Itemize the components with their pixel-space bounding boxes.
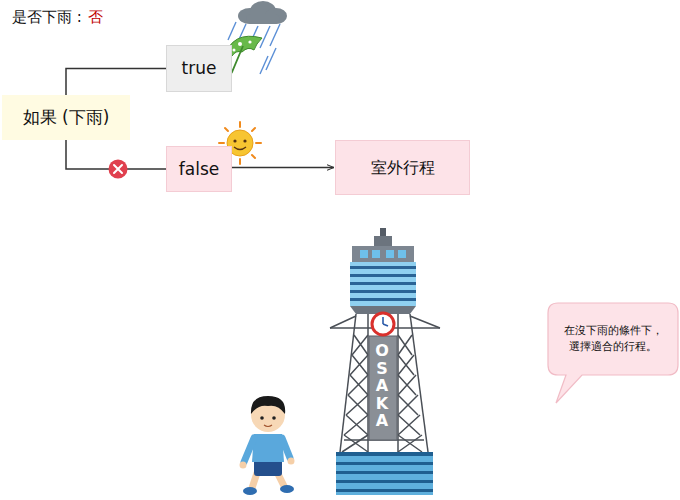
- title-question: 是否下雨 :: [12, 8, 82, 26]
- action-box: 室外行程: [335, 140, 470, 195]
- node-text: true: [182, 56, 217, 81]
- connector: [66, 69, 166, 96]
- callout-outline: [548, 303, 678, 375]
- tower-sign-column: OSAKA: [374, 342, 390, 430]
- callout-shape: [548, 303, 678, 403]
- true-branch-box: true: [166, 45, 232, 92]
- node-text: 室外行程: [371, 156, 435, 179]
- node-text: 如果 (下雨): [23, 105, 110, 130]
- callout-bubble: 在沒下雨的條件下， 選擇適合的行程。: [548, 303, 678, 375]
- false-branch-box: false: [166, 146, 232, 192]
- false-mark: [109, 160, 128, 179]
- node-text: false: [179, 157, 219, 182]
- tower-illustration: [330, 228, 440, 495]
- condition-box: 如果 (下雨): [2, 95, 130, 140]
- node-text: 在沒下雨的條件下， 選擇適合的行程。: [558, 323, 668, 355]
- boy-illustration: [240, 396, 295, 495]
- title-answer: 否: [88, 8, 103, 26]
- rain-icon: [224, 1, 287, 74]
- connector: [232, 167, 334, 169]
- tower-sign: OSAKA: [375, 341, 389, 430]
- status-line: 是否下雨 : 否: [12, 8, 103, 27]
